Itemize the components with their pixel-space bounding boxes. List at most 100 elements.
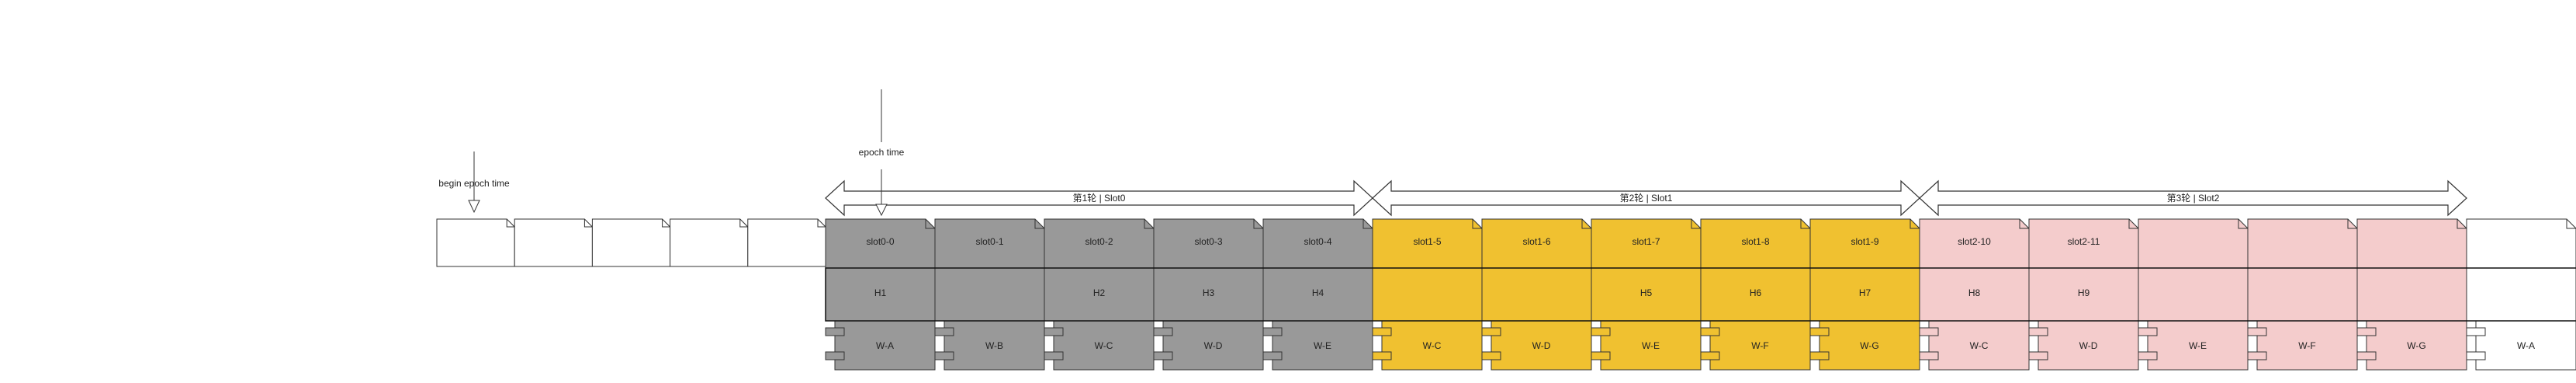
round-label: 第1轮 | Slot0 [1073, 193, 1126, 204]
slot-label: slot1-7 [1632, 236, 1660, 247]
worker-label: W-B [985, 340, 1003, 351]
doc-fold-icon [1691, 219, 1701, 229]
component-port-icon [2466, 327, 2486, 336]
component-port-icon [2247, 327, 2267, 336]
component-port-icon [934, 327, 954, 336]
slot-label: slot1-6 [1522, 236, 1550, 247]
begin-epoch-label: begin epoch time [438, 178, 510, 189]
worker-label: W-F [1751, 340, 1768, 351]
empty-slot-doc [591, 218, 671, 267]
component-port-icon [1044, 351, 1064, 360]
round-label: 第2轮 | Slot1 [1620, 193, 1673, 204]
epoch-time-label: epoch time [859, 147, 905, 158]
header-cell [2138, 267, 2249, 322]
doc-fold-icon [583, 219, 593, 228]
worker-label: W-F [2298, 340, 2315, 351]
component-port-icon [2466, 351, 2486, 360]
slot-column: W-E [2138, 218, 2249, 371]
worker-label: W-A [876, 340, 894, 351]
slot-doc [2138, 218, 2249, 269]
worker-label: W-A [2517, 340, 2535, 351]
slot-column: W-G [2356, 218, 2467, 371]
worker-component [1819, 320, 1920, 371]
header-cell [1262, 267, 1373, 322]
component-port-icon [2138, 327, 2158, 336]
header-cell [1591, 267, 1702, 322]
worker-label: W-D [2079, 340, 2098, 351]
doc-fold-icon [2238, 219, 2248, 229]
header-row-frame [825, 267, 2576, 322]
round-arrow [1919, 179, 2467, 217]
component-port-icon [1591, 327, 1611, 336]
worker-label: W-E [1314, 340, 1331, 351]
doc-fold-icon [2566, 219, 2576, 229]
epoch-time-marker: epoch time [859, 89, 905, 217]
component-port-icon [2028, 327, 2048, 336]
header-label: H5 [1640, 287, 1653, 298]
doc-fold-icon [1362, 219, 1373, 229]
doc-fold-icon [1800, 219, 1810, 229]
slot-label: slot0-1 [975, 236, 1003, 247]
worker-component [1491, 320, 1592, 371]
doc-fold-icon [1581, 219, 1591, 229]
doc-fold-icon [1253, 219, 1263, 229]
header-cell [1153, 267, 1264, 322]
header-cell [1919, 267, 2030, 322]
header-label: H7 [1859, 287, 1871, 298]
epoch-time-arrow-icon [875, 204, 888, 217]
header-label: H3 [1203, 287, 1215, 298]
slot-label: slot2-11 [2068, 236, 2100, 247]
empty-slot-doc [670, 218, 749, 267]
component-port-icon [1262, 327, 1283, 336]
component-port-icon [1481, 327, 1501, 336]
slot-column: W-A [2466, 218, 2576, 371]
header-cell [1700, 267, 1811, 322]
component-port-icon [934, 351, 954, 360]
doc-fold-icon [817, 219, 826, 228]
slot-label: slot1-8 [1741, 236, 1769, 247]
doc-fold-icon [2128, 219, 2138, 229]
header-label: H8 [1968, 287, 1981, 298]
worker-component [2366, 320, 2467, 371]
worker-label: W-C [1423, 340, 1442, 351]
slot-column: W-F [2247, 218, 2358, 371]
worker-component [1600, 320, 1702, 371]
header-cell [2028, 267, 2139, 322]
worker-label: W-C [1970, 340, 1989, 351]
slot-label: slot0-0 [866, 236, 894, 247]
worker-label: W-D [1204, 340, 1223, 351]
slot-doc [2247, 218, 2358, 269]
component-port-icon [1153, 351, 1173, 360]
component-port-icon [1591, 351, 1611, 360]
header-cell [2356, 267, 2467, 322]
leading-empty-slots [436, 218, 826, 267]
doc-fold-icon [662, 219, 670, 228]
worker-component [1053, 320, 1155, 371]
component-port-icon [1700, 351, 1720, 360]
component-port-icon [1372, 351, 1392, 360]
worker-label: W-G [1860, 340, 1878, 351]
component-port-icon [1700, 327, 1720, 336]
component-port-icon [1481, 351, 1501, 360]
begin-epoch-marker: begin epoch time [438, 151, 510, 214]
header-cell [2247, 267, 2358, 322]
header-label: H2 [1093, 287, 1106, 298]
component-port-icon [1262, 351, 1283, 360]
doc-fold-icon [2019, 219, 2029, 229]
header-cell [1372, 267, 1483, 322]
doc-fold-icon [1472, 219, 1482, 229]
doc-fold-icon [739, 219, 748, 228]
worker-label: W-G [2407, 340, 2425, 351]
header-cell [825, 267, 936, 322]
worker-label: W-E [1642, 340, 1660, 351]
slot-column: slot1-5W-C [1372, 218, 1483, 371]
doc-fold-icon [2347, 219, 2357, 229]
component-port-icon [1809, 327, 1830, 336]
